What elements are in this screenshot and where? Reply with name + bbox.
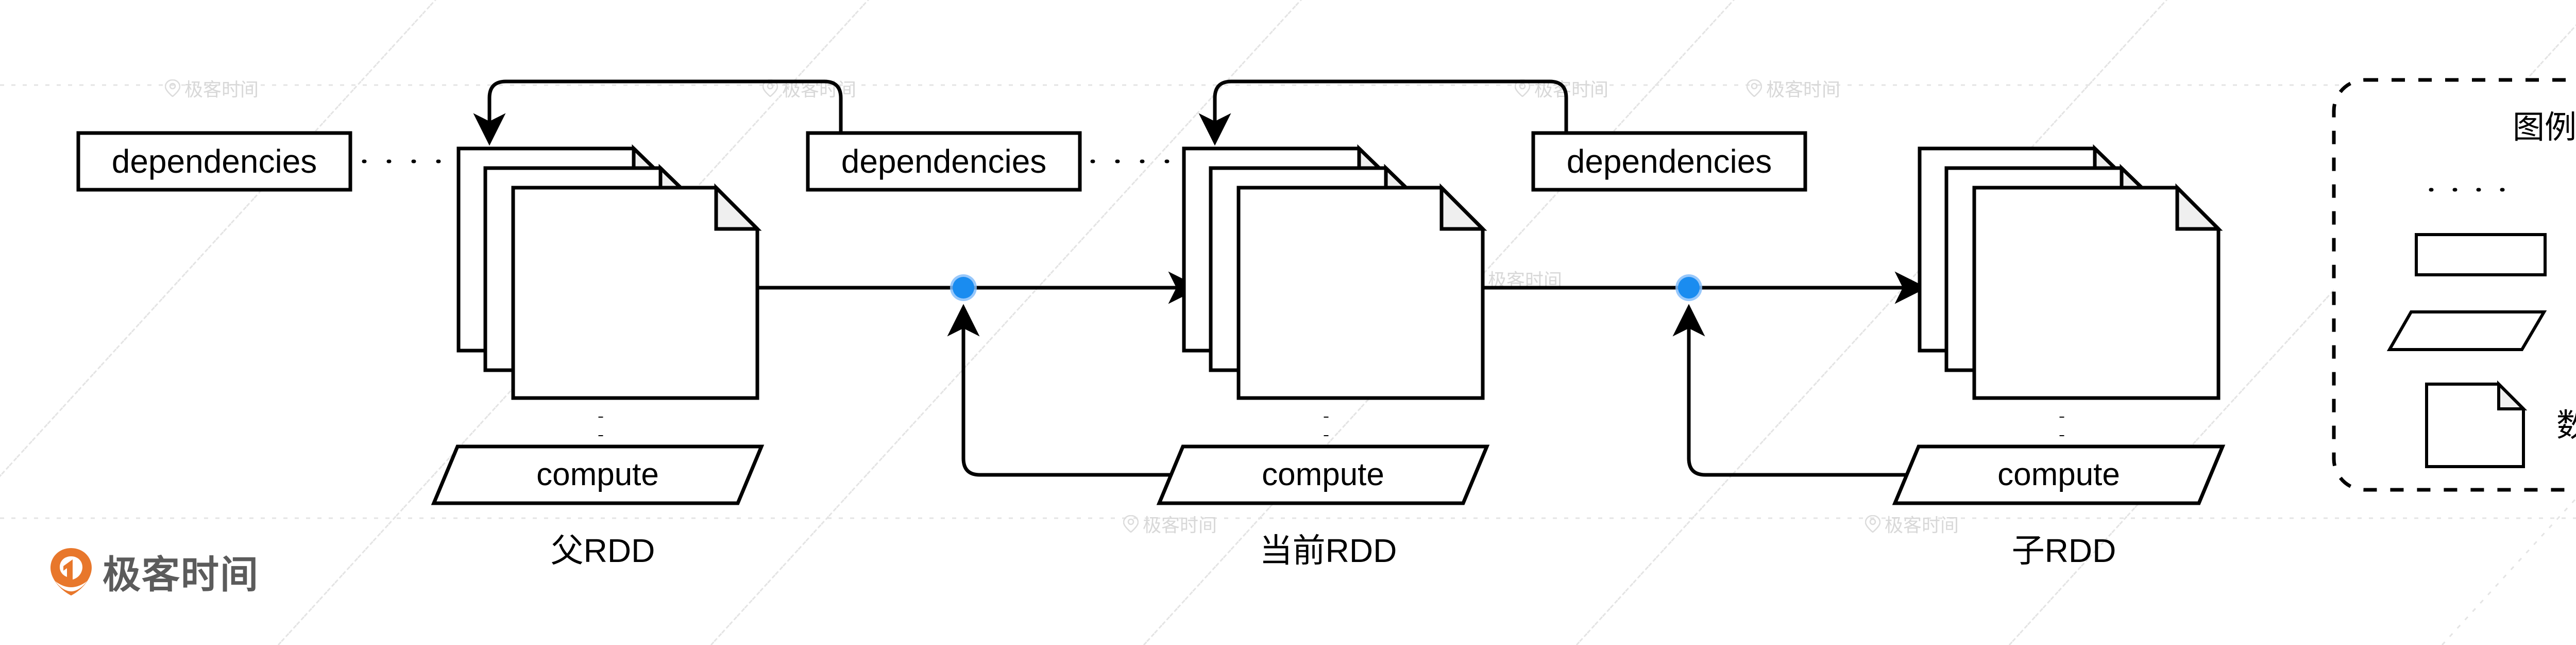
watermark-logo-icon xyxy=(762,79,778,97)
partition-sheet xyxy=(511,186,759,400)
junction-dot xyxy=(1675,274,1702,301)
partition-fold-icon xyxy=(714,183,762,231)
brand-name: 极客时间 xyxy=(103,553,259,596)
watermark-label: 极客时间 xyxy=(1123,510,1217,537)
watermark-logo-icon xyxy=(1514,79,1531,97)
compute-shape-parent xyxy=(431,444,765,505)
watermark-text: 极客时间 xyxy=(1885,515,1959,536)
partition-sheet xyxy=(1972,186,2221,400)
watermark-logo-icon xyxy=(1746,79,1762,97)
legend-swatch-parallelogram xyxy=(2386,310,2547,351)
geektime-pin-icon xyxy=(49,547,93,597)
watermark-logo-icon xyxy=(1123,515,1139,533)
partition-stack-parent xyxy=(456,144,762,400)
brand-logo: 极客时间 xyxy=(49,544,259,599)
dependency-loop-arrow-parent xyxy=(473,79,843,146)
rdd-label-parent: 父RDD xyxy=(550,532,655,569)
watermark-text: 极客时间 xyxy=(184,79,259,100)
compute-shape-current xyxy=(1156,444,1490,505)
legend-title: 图例 xyxy=(2512,110,2576,145)
legend-swatch-document xyxy=(2425,380,2528,468)
watermark-label: 极客时间 xyxy=(1746,75,1841,102)
rdd-label-current: 当前RDD xyxy=(1259,532,1397,569)
legend-label-partition: 数据分片 xyxy=(2556,408,2576,443)
dependencies-box-current xyxy=(1531,131,1807,192)
compute-feed-to-junction-1 xyxy=(947,304,1209,477)
watermark-label: 极客时间 xyxy=(164,75,259,102)
compute-label-current: compute xyxy=(1262,457,1384,492)
legend-swatch-rectangle xyxy=(2415,233,2547,276)
watermark-label: 极客时间 xyxy=(1865,510,1959,537)
compute-label-child: compute xyxy=(1997,457,2120,492)
watermark-text: 极客时间 xyxy=(1766,79,1841,100)
dependencies-label-leading: dependencies xyxy=(111,143,317,180)
watermark-text: 极客时间 xyxy=(1143,515,1217,536)
dependencies-label-current: dependencies xyxy=(1566,143,1772,180)
dependencies-box-parent xyxy=(806,131,1082,192)
partition-fold-icon xyxy=(1439,183,1487,231)
compute-shape-child xyxy=(1892,444,2226,505)
junction-dot xyxy=(950,274,977,301)
partition-fold-icon xyxy=(2175,183,2223,231)
watermark-logo-icon xyxy=(1865,515,1881,533)
compute-feed-to-junction-2 xyxy=(1672,304,1934,477)
dependency-loop-arrow-current xyxy=(1198,79,1568,146)
watermark-logo-icon xyxy=(164,79,181,97)
partition-stack-current xyxy=(1182,144,1487,400)
compute-label-parent: compute xyxy=(536,457,659,492)
partition-stack-child xyxy=(1918,144,2223,400)
legend-box xyxy=(2332,78,2576,492)
rdd-label-child: 子RDD xyxy=(2011,532,2116,569)
partition-sheet xyxy=(1236,186,1485,400)
dependencies-box-leading xyxy=(76,131,352,192)
dependencies-label-parent: dependencies xyxy=(841,143,1047,180)
